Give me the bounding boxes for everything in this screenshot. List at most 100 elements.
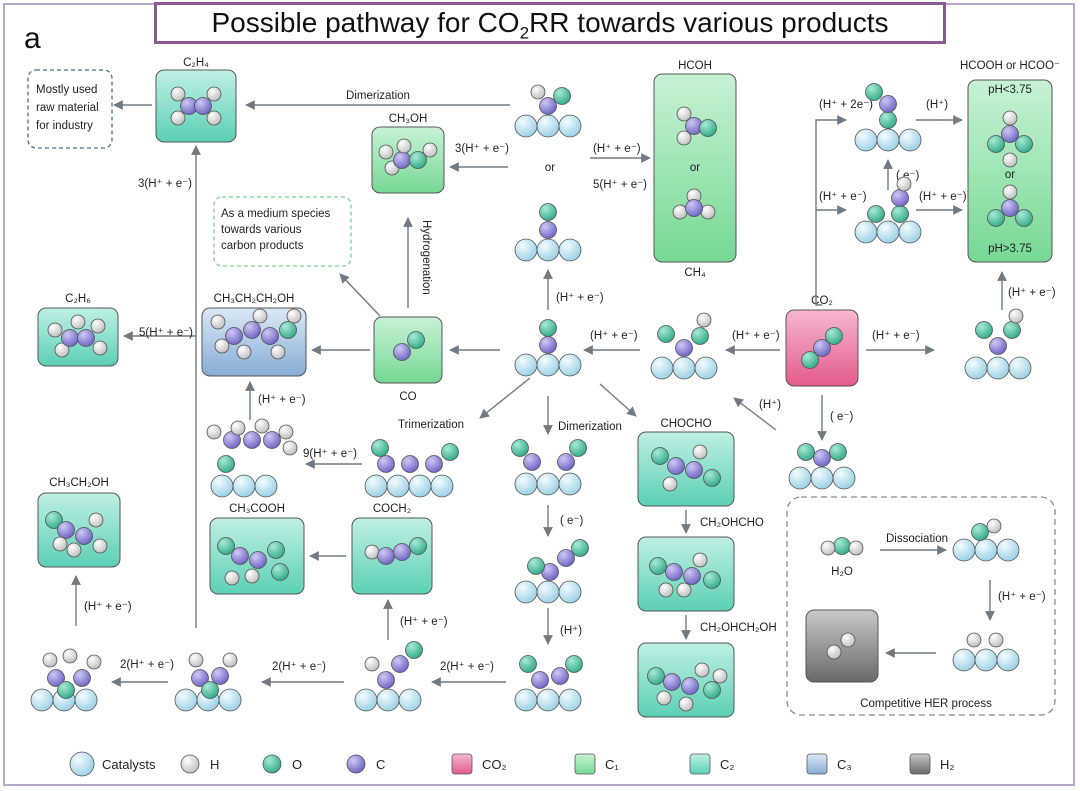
- step-hydrogenation: Hydrogenation: [420, 220, 432, 295]
- step-5he-left: 5(H⁺ + e⁻): [139, 327, 193, 339]
- h-atom: [244, 568, 260, 584]
- h-atom: [170, 86, 186, 102]
- h-atom: [188, 652, 204, 668]
- h-atom: [210, 314, 226, 330]
- o-atom: [865, 83, 883, 101]
- legend-label-co2: CO₂: [482, 757, 507, 772]
- o-atom: [829, 443, 847, 461]
- legend-label-c1: C₁: [605, 757, 619, 772]
- h-atom: [966, 632, 982, 648]
- catalyst-atom: [514, 472, 538, 496]
- step-3he-left: 3(H⁺ + e⁻): [138, 178, 192, 190]
- h-atom: [364, 544, 380, 560]
- h-atom: [270, 344, 286, 360]
- c2h6-molecule: [47, 314, 108, 358]
- catalyst-atom: [898, 220, 922, 244]
- c-atom: [393, 151, 411, 169]
- hcoo-mid: [854, 176, 922, 244]
- c-atom: [377, 547, 395, 565]
- step-he-co2-cooh: (H⁺ + e⁻): [732, 330, 780, 342]
- ch2ohcho-label: CH₂OHCHO: [700, 517, 764, 529]
- h-atom: [278, 424, 294, 440]
- cooh-adsorbate: [650, 312, 718, 380]
- c-atom: [681, 677, 699, 695]
- o-atom: [217, 455, 235, 473]
- propanol-molecule: [210, 308, 302, 360]
- o-atom: [691, 327, 709, 345]
- h-atom: [86, 654, 102, 670]
- ch4-label: CH₄: [684, 267, 706, 279]
- catalyst-atom: [30, 688, 54, 712]
- step-5he-ch4: 5(H⁺ + e⁻): [593, 179, 647, 191]
- co-molecule: [393, 331, 425, 361]
- adsorbate-top-a: [514, 84, 582, 138]
- h-atom: [692, 552, 708, 568]
- catalyst-atom: [952, 538, 976, 562]
- step-he-right: (H⁺ + e⁻): [919, 191, 967, 203]
- o-atom: [201, 681, 219, 699]
- c-atom: [557, 453, 575, 471]
- o-atom: [703, 469, 721, 487]
- catalyst-atom: [514, 353, 538, 377]
- dimer-oc-co: [511, 439, 587, 496]
- trimer-intermediate: [364, 439, 459, 498]
- coch2-molecule: [364, 537, 427, 565]
- o-atom: [1015, 135, 1033, 153]
- catalyst-atom: [376, 688, 400, 712]
- or-label-2: or: [1005, 169, 1015, 181]
- c-atom: [663, 673, 681, 691]
- o-atom: [649, 557, 667, 575]
- catalyst-atom: [558, 353, 582, 377]
- o-atom: [441, 443, 459, 461]
- o-atom: [405, 641, 423, 659]
- h-atom: [656, 690, 672, 706]
- c-atom: [667, 457, 685, 475]
- o-atom: [279, 321, 297, 339]
- h-atom: [712, 668, 728, 684]
- c-atom: [401, 455, 419, 473]
- legend-label-c2: C₂: [720, 757, 734, 772]
- catalyst-atom: [854, 220, 878, 244]
- h-atom: [530, 84, 546, 100]
- legend-swatch-c: [346, 754, 366, 774]
- o-atom: [565, 655, 583, 673]
- h-atom: [364, 656, 380, 672]
- ch3oh-molecule: [378, 138, 438, 176]
- c-atom: [685, 199, 703, 217]
- legend-swatch-c1: [574, 753, 596, 775]
- catalyst-atom: [536, 472, 560, 496]
- h-atom: [282, 440, 298, 456]
- step-he-hcoh: (H⁺ + e⁻): [593, 143, 641, 155]
- o-atom: [371, 439, 389, 457]
- ch2ohch2oh-molecule: [647, 662, 728, 712]
- step-he-up: (H⁺ + e⁻): [556, 292, 604, 304]
- o-atom: [879, 111, 897, 129]
- o-atom: [45, 511, 63, 529]
- h-atom: [676, 582, 692, 598]
- legend-label-o: O: [292, 757, 302, 772]
- step-e-dimer: ( e⁻): [560, 515, 583, 527]
- h-atom: [252, 308, 268, 324]
- catalyst-atom: [254, 474, 278, 498]
- c-atom: [813, 449, 831, 467]
- legend-item-co2: CO₂: [451, 753, 507, 775]
- h-adsorbed: [952, 632, 1020, 672]
- catalyst-atom: [536, 580, 560, 604]
- ch3ch2oh-label: CH₃CH₂OH: [49, 477, 109, 489]
- legend-swatch-c3: [806, 753, 828, 775]
- o-atom: [987, 135, 1005, 153]
- dimer-ococh: [514, 655, 583, 712]
- o-atom: [647, 667, 665, 685]
- step-he-her: (H⁺ + e⁻): [998, 591, 1046, 603]
- o-atom: [657, 325, 675, 343]
- o-atom: [1003, 321, 1021, 339]
- industry-note-box: [27, 69, 113, 149]
- arrow-to-chocho: [599, 383, 637, 417]
- adsorbate-mid: [514, 203, 582, 262]
- c-atom: [393, 343, 411, 361]
- figure-title: Possible pathway for CO2RR towards vario…: [154, 2, 946, 44]
- c-atom: [243, 321, 261, 339]
- ph-low-label: pH<3.75: [988, 84, 1032, 96]
